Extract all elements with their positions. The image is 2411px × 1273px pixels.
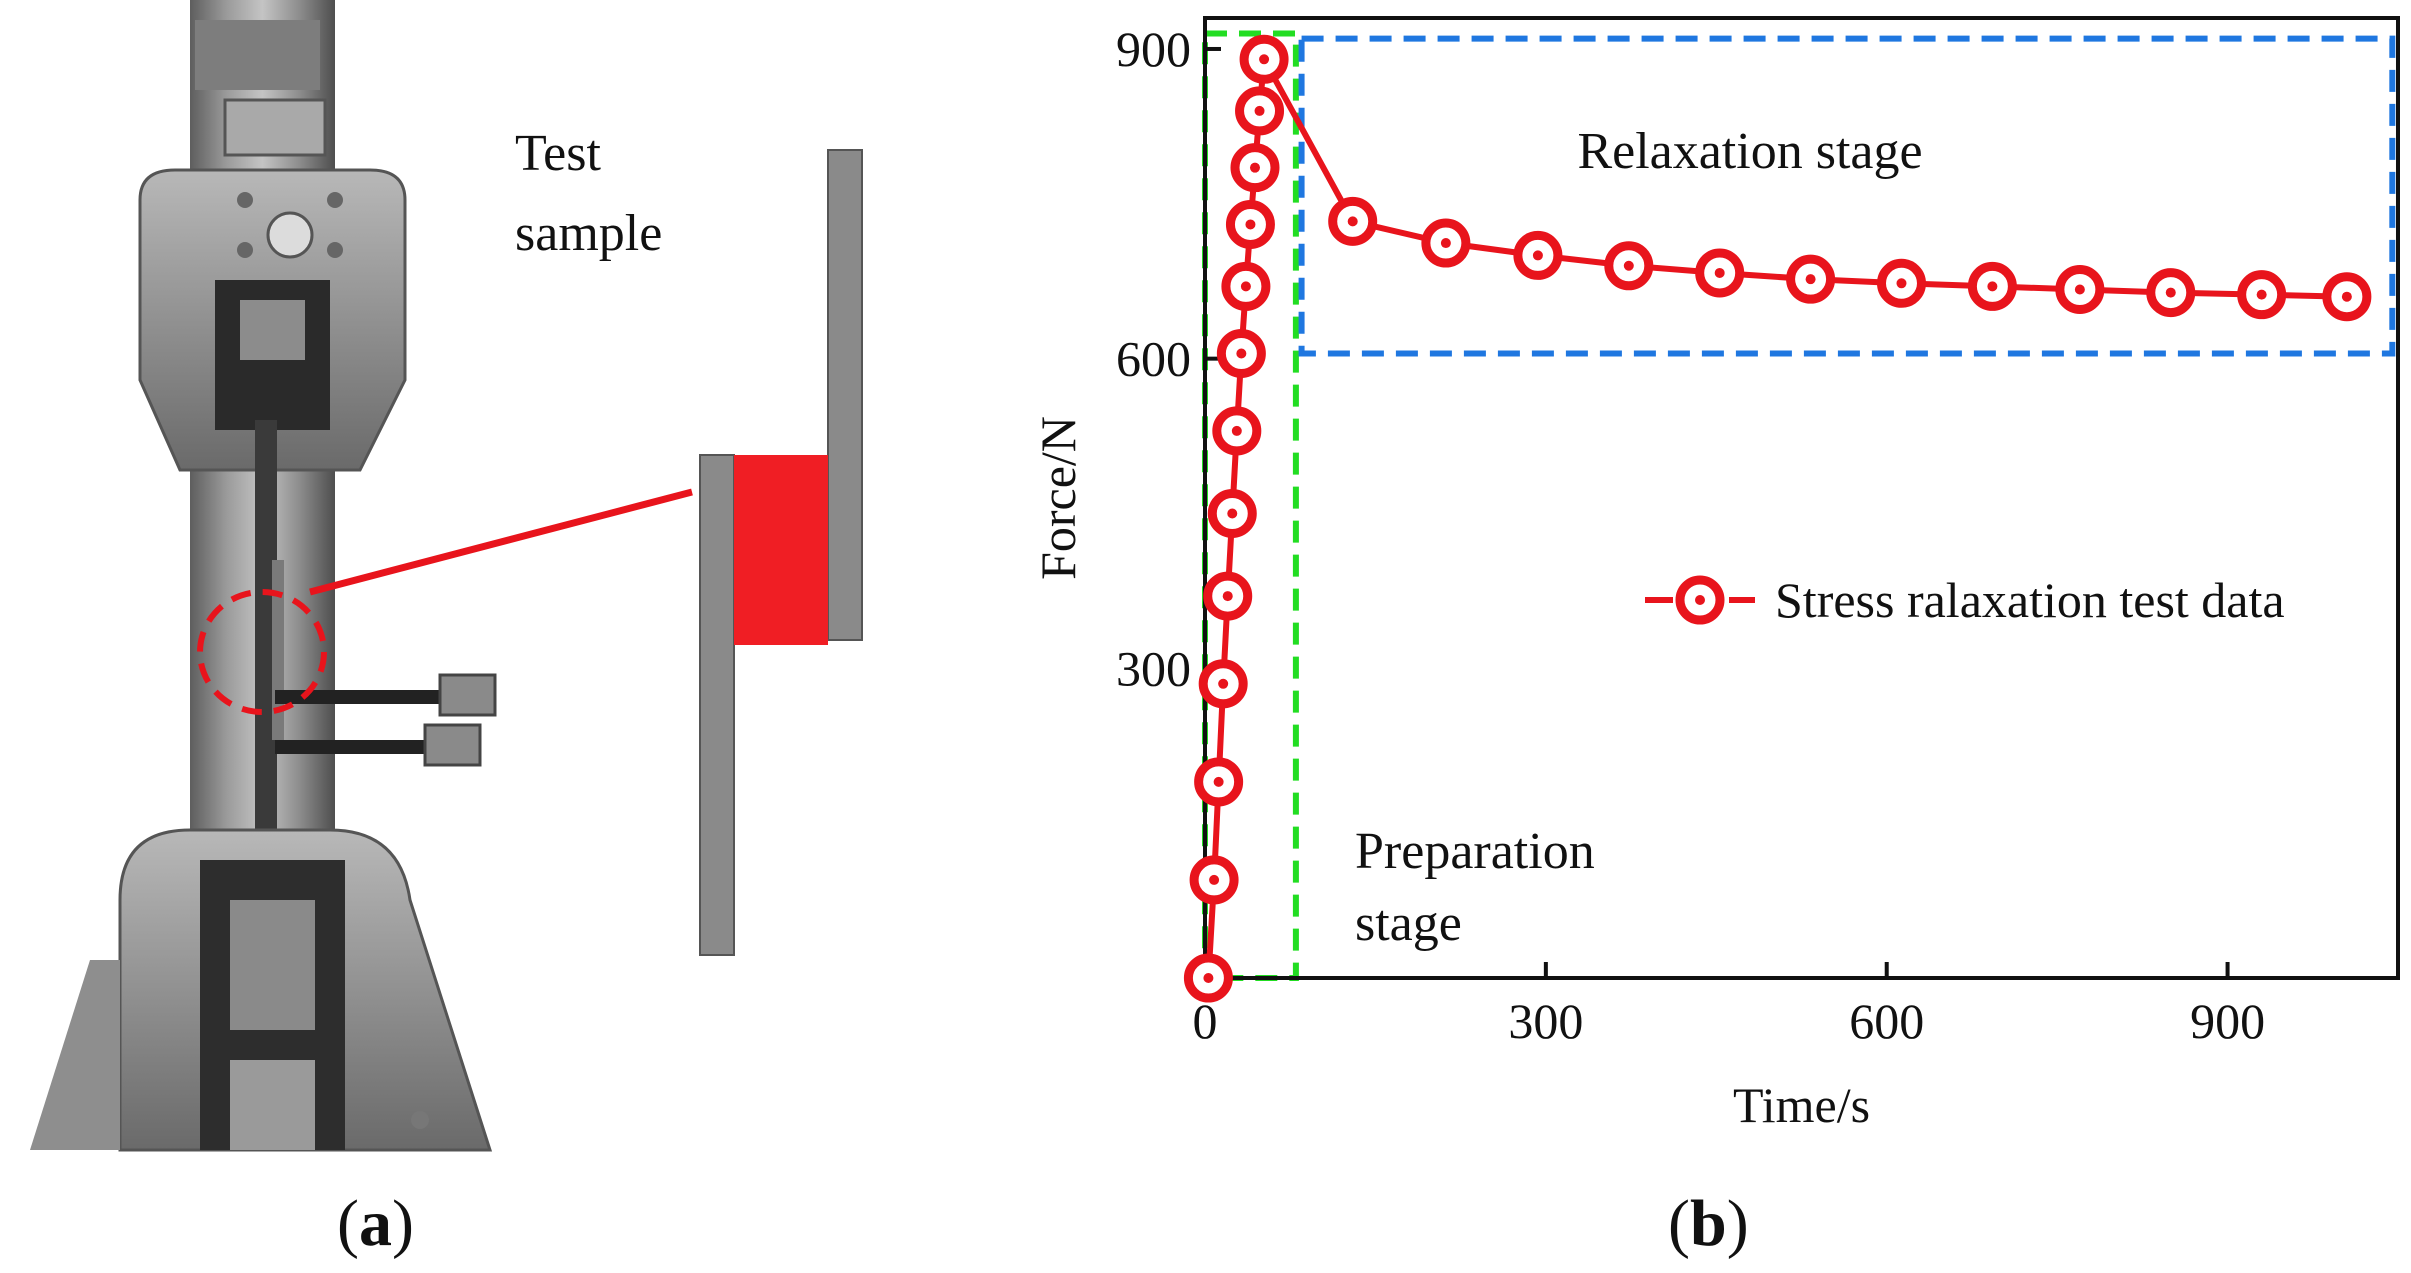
data-point-center (1240, 281, 1251, 292)
data-point-center (1222, 591, 1233, 602)
sample-annotation-line1: Test (515, 125, 601, 182)
data-point-center (2341, 291, 2352, 302)
data-point-center (1209, 874, 1220, 885)
data-point-center (1623, 260, 1634, 271)
data-point-center (1213, 776, 1224, 787)
plot-frame (1203, 16, 2400, 980)
data-point-center (1896, 278, 1907, 289)
data-point-center (2165, 287, 2176, 298)
panel-a-letter: a (359, 1187, 392, 1260)
legend-marker-center (1695, 595, 1705, 605)
x-axis-label: Time/s (1733, 1077, 1870, 1133)
data-point-center (1532, 250, 1543, 261)
y-tick-label: 600 (1116, 331, 1191, 387)
data-point-center (1236, 348, 1247, 359)
x-tick-label: 300 (1508, 993, 1583, 1049)
chart-ticks: 0 300 600 900 300 600 900 (1116, 21, 2265, 1049)
data-point-center (2256, 289, 2267, 300)
data-point-center (1203, 973, 1214, 983)
data-point-center (2074, 284, 2085, 295)
data-point-center (1245, 219, 1256, 230)
data-point-center (1218, 678, 1229, 689)
y-tick-label: 300 (1116, 640, 1191, 696)
y-axis-label: Force/N (1030, 416, 1086, 580)
legend-label: Stress ralaxation test data (1775, 572, 2285, 628)
data-point-center (1987, 281, 1998, 292)
data-point-center (1347, 216, 1358, 227)
chart-series (1183, 34, 2372, 1003)
panel-b-label: (b) (1668, 1187, 1749, 1260)
panel-a-label: (a) (337, 1187, 414, 1260)
chart-axes (1203, 16, 2400, 980)
x-tick-label: 900 (2190, 993, 2265, 1049)
data-point-center (1231, 425, 1242, 436)
data-point-center (1227, 508, 1238, 519)
data-point-center (1440, 238, 1451, 249)
data-point-center (1249, 162, 1260, 173)
x-tick-label: 600 (1849, 993, 1924, 1049)
stage-region-box-1 (1298, 35, 2396, 357)
y-tick-label: 900 (1116, 21, 1191, 77)
test-machine-photo (30, 0, 863, 1152)
data-point-center (1254, 105, 1265, 116)
sample-annotation-line2: sample (515, 205, 662, 262)
force-time-chart: 0 300 600 900 300 600 900 Relaxation stagePrep… (1030, 16, 2400, 1133)
x-tick-label: 0 (1193, 993, 1218, 1049)
chart-legend: Stress ralaxation test data (1645, 572, 2285, 628)
relaxation-stage-label: Relaxation stage (1577, 123, 1922, 180)
preparation-stage-label-line2: stage (1355, 895, 1462, 952)
panel-b-letter: b (1690, 1187, 1727, 1260)
data-point-center (1714, 267, 1725, 278)
data-point-center (1805, 274, 1816, 285)
preparation-stage-label-line1: Preparation (1355, 823, 1595, 880)
data-point-center (1259, 54, 1270, 65)
